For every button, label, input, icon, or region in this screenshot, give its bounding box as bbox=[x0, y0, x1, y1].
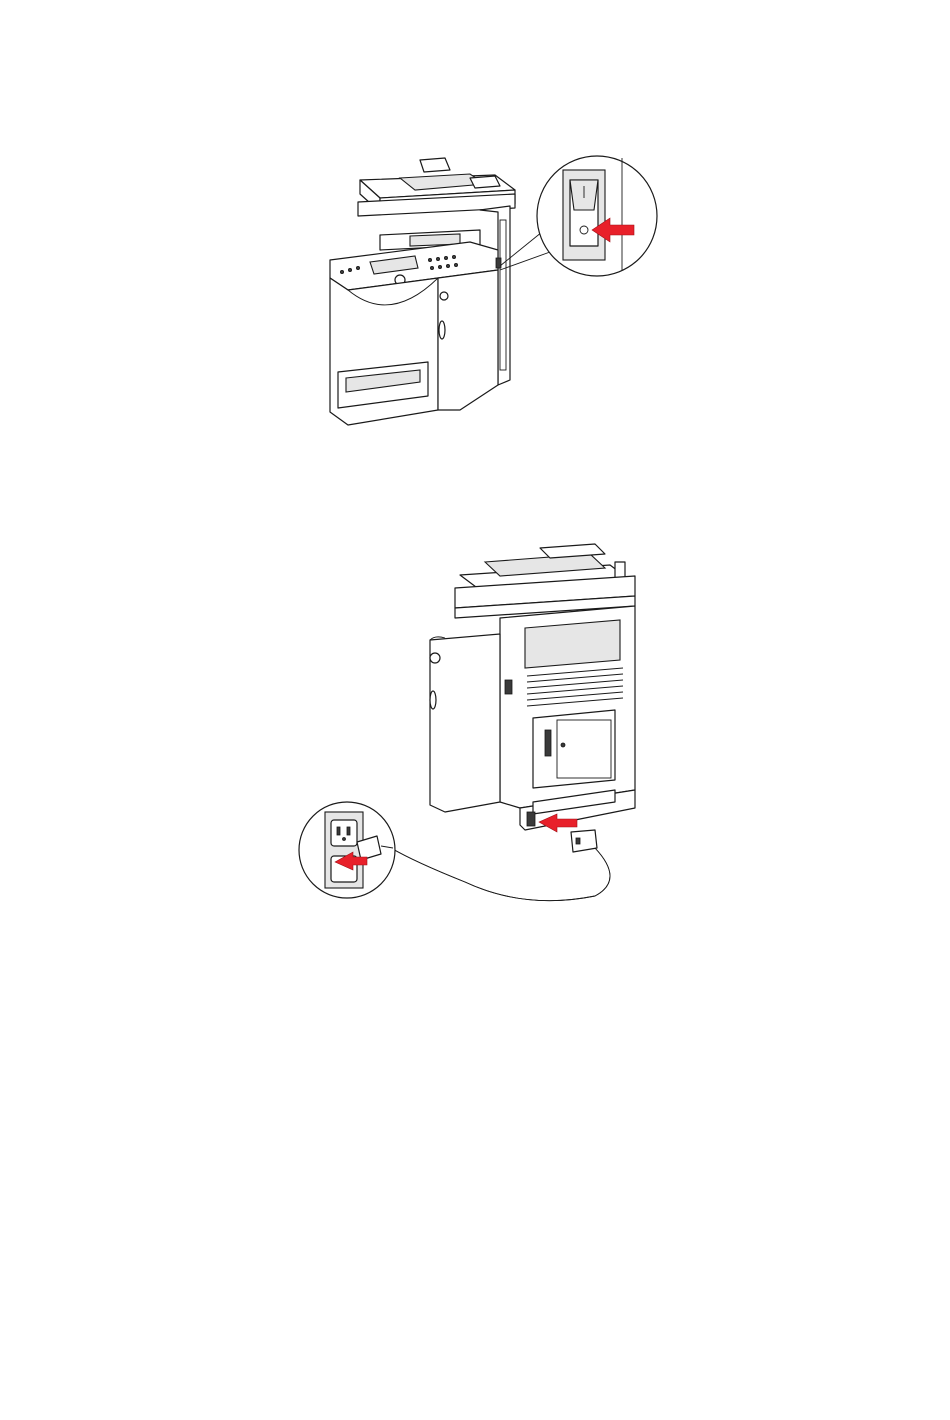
printer-rear-icon bbox=[295, 540, 645, 910]
wall-outlet-callout bbox=[299, 802, 395, 898]
unplug-power-cord-illustration bbox=[295, 540, 645, 910]
power-switch-illustration bbox=[320, 150, 665, 435]
power-switch-callout bbox=[537, 156, 657, 276]
printer-front-icon bbox=[320, 150, 665, 435]
